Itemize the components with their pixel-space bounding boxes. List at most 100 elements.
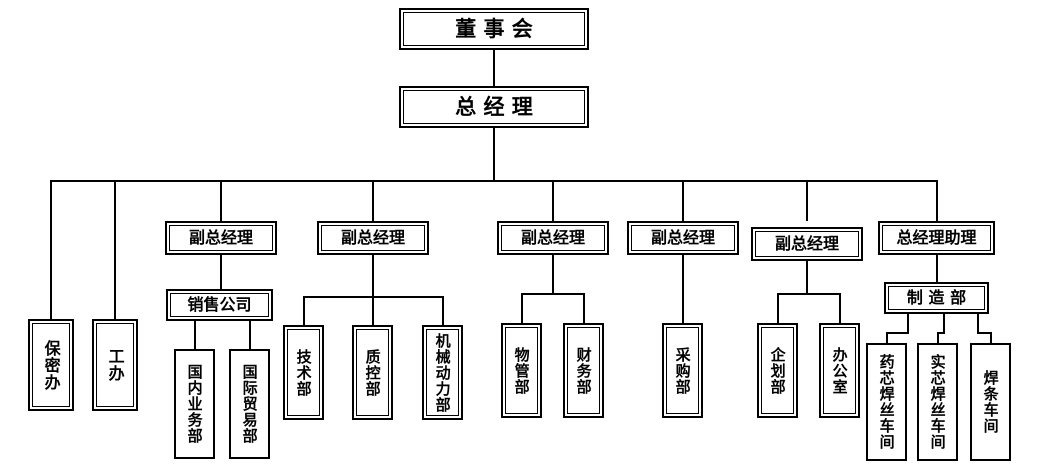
node-welding-electrode-workshop-label: 焊条车间 — [981, 370, 1000, 434]
node-planning-dept-label: 企划部 — [768, 346, 787, 395]
connector-mfg-to-solid-wire-b — [937, 332, 939, 343]
connector-subbus2-to-mech-power — [442, 296, 444, 325]
node-quality-control-dept-label: 质控部 — [363, 348, 382, 397]
node-board-of-directors-inner: 董 事 会 — [403, 12, 585, 46]
node-confidential-office-label: 保密办 — [41, 339, 61, 391]
node-board-of-directors[interactable]: 董 事 会 — [399, 8, 589, 50]
node-deputy-gm-4[interactable]: 副总经理 — [627, 221, 739, 255]
node-mechanical-power-dept[interactable]: 机械动力部 — [422, 325, 463, 420]
node-deputy-gm-2-inner: 副总经理 — [321, 225, 425, 251]
node-gm-assistant-label: 总经理助理 — [896, 228, 977, 248]
connector-subbus5-to-planning — [777, 293, 779, 323]
subbus-dgm5 — [777, 293, 841, 295]
node-international-trade-dept-inner: 国际贸易部 — [231, 351, 268, 457]
node-general-manager-inner: 总 经 理 — [403, 90, 585, 124]
connector-mfg-to-flux-cored-b — [886, 332, 888, 343]
connector-dgm3-to-subbus — [552, 255, 554, 294]
bus-drop-dgm3 — [552, 180, 554, 221]
node-deputy-gm-5-label: 副总经理 — [774, 234, 839, 254]
node-technology-dept[interactable]: 技术部 — [283, 325, 324, 420]
bus-drop-dgm2 — [372, 180, 374, 221]
node-deputy-gm-1-inner: 副总经理 — [169, 225, 273, 251]
node-planning-dept-inner: 企划部 — [761, 327, 794, 414]
node-solid-wire-workshop-label: 实芯焊丝车间 — [928, 354, 947, 450]
node-finance-dept-inner: 财务部 — [567, 327, 600, 414]
node-finance-dept[interactable]: 财务部 — [563, 323, 604, 418]
main-horizontal-bus — [50, 180, 938, 182]
node-sales-company[interactable]: 销售公司 — [166, 289, 273, 321]
connector-gm-to-main-bus — [493, 128, 495, 181]
node-technology-dept-label: 技术部 — [294, 348, 313, 397]
node-general-office-label: 办公室 — [830, 346, 849, 395]
connector-mfg-to-solid-wire-jog — [937, 332, 945, 334]
node-confidential-office-inner: 保密办 — [32, 323, 70, 407]
bus-drop-confidential-office — [50, 180, 52, 319]
node-purchasing-dept[interactable]: 采购部 — [662, 323, 703, 418]
connector-gm-assistant-to-manufacturing — [936, 255, 938, 282]
node-planning-dept[interactable]: 企划部 — [757, 323, 798, 418]
node-board-of-directors-label: 董 事 会 — [455, 16, 533, 41]
node-union-office-label: 工办 — [105, 348, 125, 382]
node-deputy-gm-5-inner: 副总经理 — [755, 231, 859, 257]
node-manufacturing-dept-inner: 制 造 部 — [888, 286, 985, 310]
connector-dgm4-to-purchasing — [682, 255, 684, 323]
bus-drop-dgm4 — [682, 180, 684, 221]
node-deputy-gm-3[interactable]: 副总经理 — [497, 221, 609, 255]
connector-dgm5-to-subbus — [806, 261, 808, 294]
node-deputy-gm-1-label: 副总经理 — [188, 228, 253, 248]
node-gm-assistant[interactable]: 总经理助理 — [878, 221, 995, 255]
connector-dgm2-to-subbus — [372, 255, 374, 297]
connector-subbus2-to-quality — [372, 296, 374, 325]
bus-drop-dgm5 — [806, 180, 808, 221]
node-international-trade-dept-label: 国际贸易部 — [240, 364, 259, 444]
node-deputy-gm-2-label: 副总经理 — [340, 228, 405, 248]
node-deputy-gm-2[interactable]: 副总经理 — [317, 221, 429, 255]
node-gm-assistant-inner: 总经理助理 — [882, 225, 991, 251]
node-quality-control-dept-inner: 质控部 — [356, 329, 389, 416]
node-finance-dept-label: 财务部 — [574, 346, 593, 395]
bus-drop-gm-assistant — [936, 180, 938, 221]
node-mechanical-power-dept-inner: 机械动力部 — [426, 329, 459, 416]
node-domestic-business-dept-label: 国内业务部 — [185, 364, 204, 444]
node-sales-company-label: 销售公司 — [187, 295, 252, 315]
node-materials-management-dept[interactable]: 物管部 — [501, 323, 542, 418]
node-welding-electrode-workshop-inner: 焊条车间 — [972, 345, 1009, 459]
node-technology-dept-inner: 技术部 — [287, 329, 320, 416]
connector-subbus3-to-materials — [521, 293, 523, 323]
node-manufacturing-dept[interactable]: 制 造 部 — [884, 282, 989, 314]
node-deputy-gm-5[interactable]: 副总经理 — [751, 227, 863, 261]
node-welding-electrode-workshop[interactable]: 焊条车间 — [970, 343, 1011, 461]
connector-mfg-to-electrode-jog — [977, 332, 992, 334]
connector-mfg-to-electrode-b — [990, 332, 992, 343]
node-solid-wire-workshop[interactable]: 实芯焊丝车间 — [917, 343, 958, 461]
node-domestic-business-dept[interactable]: 国内业务部 — [174, 349, 215, 459]
node-manufacturing-dept-label: 制 造 部 — [906, 288, 967, 308]
connector-mfg-to-flux-cored-jog — [886, 332, 909, 334]
node-sales-company-inner: 销售公司 — [170, 293, 269, 317]
node-mechanical-power-dept-label: 机械动力部 — [433, 332, 452, 413]
node-general-manager[interactable]: 总 经 理 — [399, 86, 589, 128]
node-confidential-office[interactable]: 保密办 — [28, 319, 74, 411]
bus-drop-dgm1 — [220, 180, 222, 221]
node-purchasing-dept-label: 采购部 — [673, 346, 692, 395]
node-materials-management-dept-inner: 物管部 — [505, 327, 538, 414]
connector-subbus3-to-finance — [583, 293, 585, 323]
node-general-office-inner: 办公室 — [823, 327, 856, 414]
node-international-trade-dept[interactable]: 国际贸易部 — [229, 349, 270, 459]
node-general-office[interactable]: 办公室 — [819, 323, 860, 418]
node-deputy-gm-1[interactable]: 副总经理 — [165, 221, 277, 255]
connector-subbus2-to-technology — [303, 296, 305, 325]
node-materials-management-dept-label: 物管部 — [512, 346, 531, 395]
node-flux-cored-wire-workshop[interactable]: 药芯焊丝车间 — [866, 343, 907, 461]
node-deputy-gm-4-inner: 副总经理 — [631, 225, 735, 251]
connector-mfg-to-flux-cored-a — [907, 314, 909, 333]
connector-sales-to-intl-trade — [249, 321, 251, 349]
connector-mfg-to-electrode-a — [977, 314, 979, 333]
node-union-office[interactable]: 工办 — [92, 319, 138, 411]
connector-board-to-gm — [493, 50, 495, 86]
connector-sales-to-domestic-biz — [194, 321, 196, 349]
node-quality-control-dept[interactable]: 质控部 — [352, 325, 393, 420]
node-solid-wire-workshop-inner: 实芯焊丝车间 — [919, 345, 956, 459]
node-flux-cored-wire-workshop-inner: 药芯焊丝车间 — [868, 345, 905, 459]
